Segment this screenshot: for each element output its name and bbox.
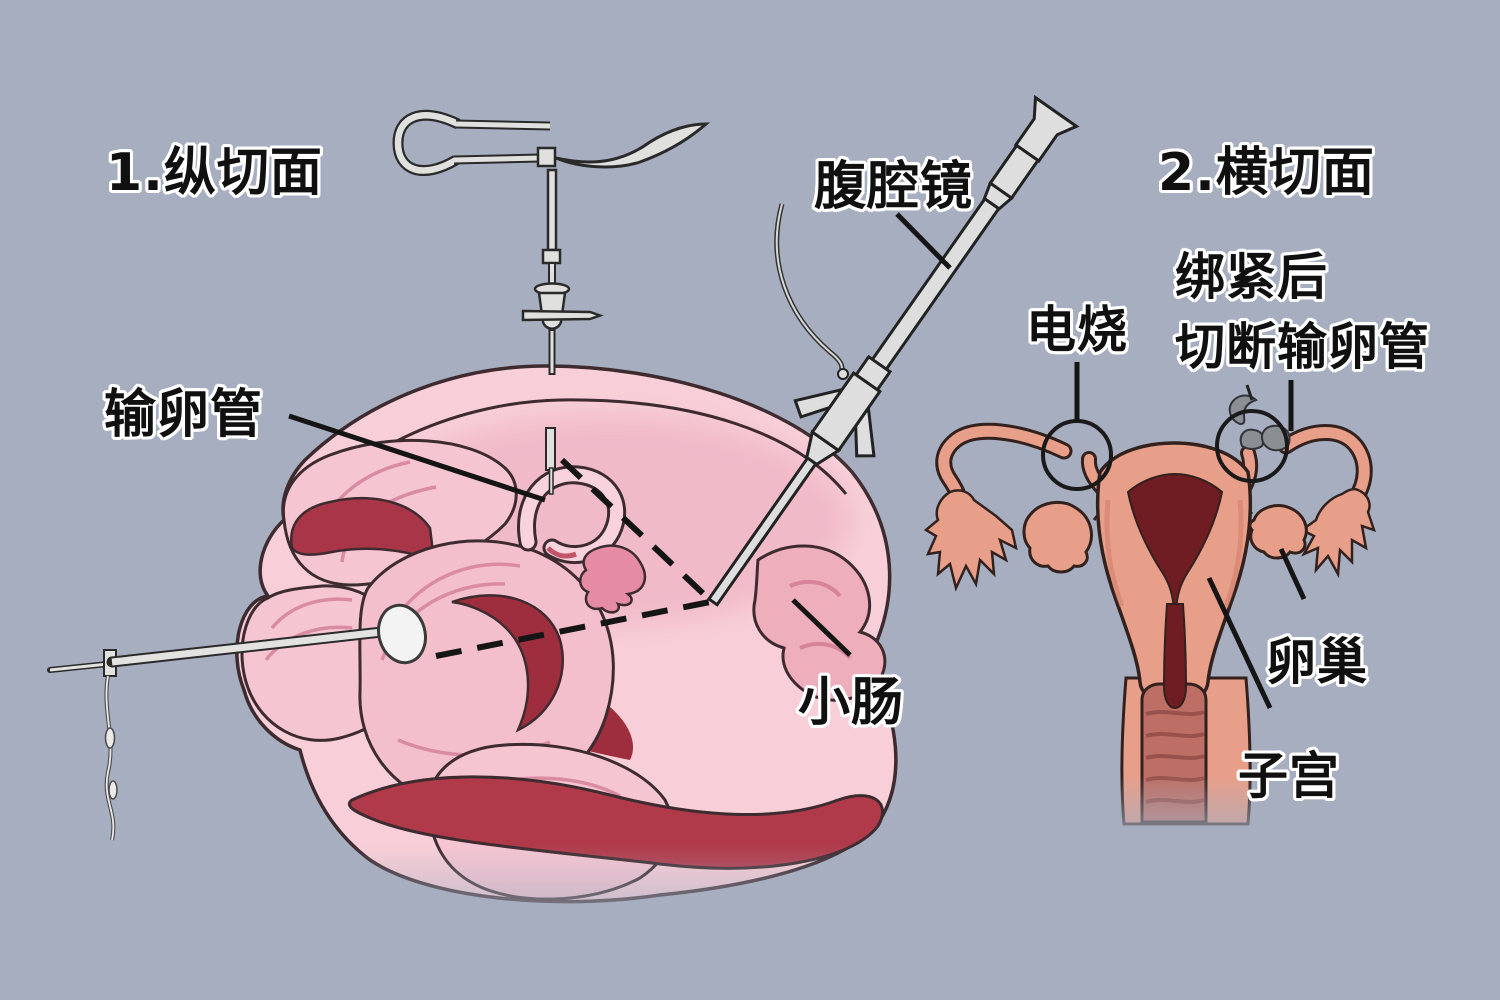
- grasper-inner-shaft: [545, 427, 556, 495]
- laparoscope-instrument: [706, 94, 1080, 607]
- dark-red-wedge: [290, 496, 436, 562]
- crossbar-needle: [521, 309, 604, 322]
- label-tie-cut-line1: 绑紧后: [1175, 248, 1328, 306]
- sagittal-section-illustration: [47, 94, 1080, 955]
- label-small-intestine: 小肠: [798, 673, 905, 733]
- right-tube: [1280, 427, 1370, 504]
- label-electrocautery: 电烧: [1026, 301, 1128, 359]
- leader-fallopian-tube: [288, 413, 546, 503]
- organ-ridge: [270, 597, 353, 630]
- right-bottom-fade: [1095, 775, 1280, 855]
- wavy-blade: [555, 122, 710, 169]
- laparoscope-shaft: [867, 196, 1001, 375]
- organ-ridge: [789, 579, 842, 598]
- label-tie-cut-line2: 切断输卵管: [1175, 318, 1430, 376]
- left-fimbriae: [923, 489, 1018, 592]
- organ-ridge: [264, 625, 353, 662]
- tie-cut-circle: [1215, 409, 1289, 483]
- uterus-shading: [1223, 499, 1244, 607]
- uterine-lining-crescent: [451, 594, 564, 733]
- vaginal-ridge: [1145, 710, 1205, 716]
- leader-ovary: [1278, 547, 1307, 601]
- manipulator-balloon: [377, 603, 427, 665]
- left-ovary: [1022, 500, 1093, 574]
- label-fallopian-tube: 输卵管: [104, 385, 264, 445]
- right-panel-title: 2.横切面: [1158, 143, 1375, 203]
- uterus-shading: [1104, 499, 1125, 607]
- dashed-sightline-lower: [435, 599, 711, 659]
- label-tie-cut: 绑紧后 切断输卵管: [1175, 242, 1430, 382]
- fimbria: [579, 544, 647, 614]
- vaginal-ridge: [1145, 732, 1205, 738]
- uterine-manipulator: [47, 603, 427, 841]
- uterine-cavity: [1126, 472, 1224, 611]
- left-panel-title: 1.纵切面: [106, 143, 323, 203]
- leader-laparoscope: [895, 212, 952, 270]
- left-bottom-fade: [170, 845, 960, 955]
- frontal-section-illustration: [923, 362, 1376, 855]
- leader-small-intestine: [791, 598, 852, 657]
- ligature-knots: [1228, 394, 1291, 452]
- dashed-sightline-upper: [559, 457, 713, 603]
- knot-thread: [1245, 384, 1254, 401]
- tubal-hook-instrument: [392, 109, 710, 375]
- leader-uterus: [1206, 576, 1273, 710]
- insufflation-cable: [774, 203, 849, 380]
- vaginal-ridge: [1145, 754, 1205, 760]
- label-uterus: 子宫: [1238, 747, 1340, 805]
- label-laparoscope: 腹腔镜: [814, 157, 974, 217]
- label-ovary: 卵巢: [1266, 633, 1368, 691]
- right-ovary: [1248, 504, 1308, 560]
- right-fimbriae: [1299, 487, 1376, 579]
- laparoscope-tip: [706, 456, 818, 607]
- cervical-canal: [1162, 603, 1188, 710]
